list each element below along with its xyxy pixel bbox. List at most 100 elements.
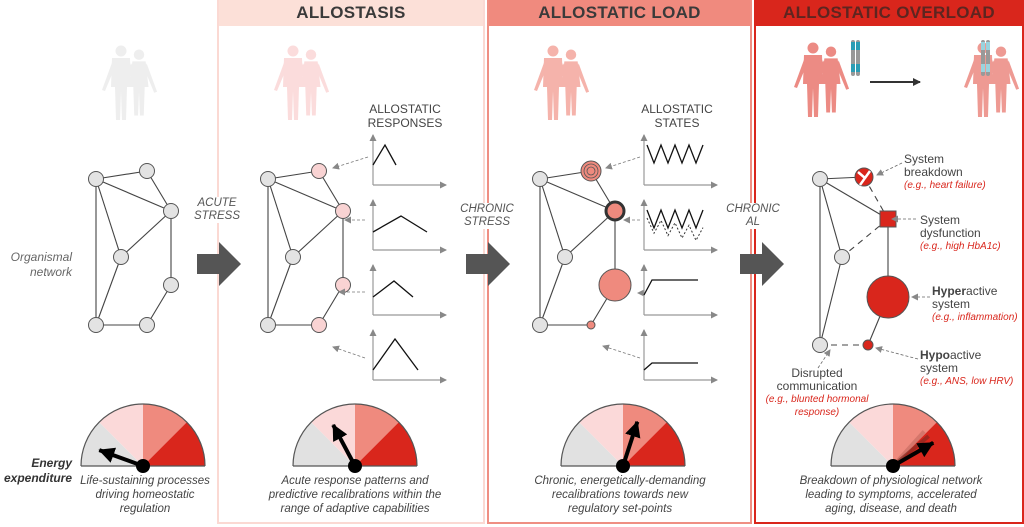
annotation-line: System (904, 152, 945, 166)
energy-gauge-baseline-needle (98, 447, 144, 468)
energy-gauge-allostatic-load-segment (623, 422, 685, 466)
state-chart-2-trace (646, 208, 704, 230)
caption-line: Life-sustaining processes (80, 475, 210, 487)
annotation-example: response) (794, 407, 840, 418)
state-chart-4-trace (643, 362, 698, 371)
energy-gauge-allostasis-needle (331, 424, 357, 467)
arrow-acute-stress (197, 242, 241, 286)
transition-label-chronic-al: CHRONIC AL (724, 203, 782, 229)
humans-overload-after-female (982, 46, 1020, 113)
panel-header-allostatic-overload: ALLOSTATIC OVERLOAD (756, 0, 1022, 26)
body-part (283, 58, 303, 120)
annotation-line: dysfunction (920, 226, 981, 240)
body-part (305, 49, 317, 60)
allostatic-responses-title: ALLOSTATIC RESPONSES (355, 102, 455, 130)
body-part (812, 60, 826, 90)
body-part (807, 42, 819, 54)
network-baseline-node (163, 203, 179, 219)
network-allostasis-node (260, 171, 276, 187)
panel-header-allostatic-load: ALLOSTATIC LOAD (489, 0, 750, 26)
energy-gauge-overload-needle (892, 441, 935, 468)
network-overload-edge (819, 256, 843, 346)
transition-text: CHRONIC (460, 203, 514, 215)
caption-line: Breakdown of physiological network (799, 475, 983, 487)
energy-gauge-allostasis-segment (355, 422, 417, 466)
chromosome-before-band (856, 64, 860, 72)
network-allostatic-load-node-ring (586, 166, 596, 176)
arrow-chronic-al (740, 242, 784, 286)
body-part (1006, 60, 1020, 90)
network-baseline-node (139, 163, 155, 179)
body-part (287, 45, 299, 57)
body-part (543, 58, 563, 120)
label-line: Organismal (10, 250, 72, 264)
body-part (821, 58, 841, 113)
chromosome-before-band (856, 42, 860, 50)
energy-gauge-allostatic-load-outline (560, 403, 686, 467)
network-allostasis-node (311, 163, 327, 179)
network-allostatic-load-node (557, 249, 573, 265)
transition-text: CHRONIC (726, 203, 780, 215)
annotation-arrow (876, 162, 903, 176)
humans-allostasis-female (292, 49, 330, 116)
subtitle-line: ALLOSTATIC (641, 102, 713, 116)
annotation-arrow (875, 346, 919, 360)
body-part (129, 61, 149, 116)
organismal-network-label: Organismal network (0, 250, 72, 280)
energy-expenditure-label: Energy expenditure (0, 456, 72, 486)
network-allostatic-load-node (532, 171, 548, 187)
energy-gauge-allostatic-load-segment (561, 422, 623, 466)
network-baseline-node (88, 317, 104, 333)
energy-gauge-allostatic-load-needle (621, 420, 641, 467)
annotation-example: (e.g., high HbA1c) (920, 241, 1001, 252)
caption-allostatic-overload: Breakdown of physiological network leadi… (776, 474, 1006, 516)
label-line: network (29, 265, 72, 279)
network-baseline-edge (95, 170, 148, 180)
body-part (120, 63, 134, 93)
subtitle-line: STATES (654, 116, 700, 130)
annotation-example: (e.g., inflammation) (932, 312, 1018, 323)
hyperactive-system-node (866, 275, 910, 319)
caption-line: driving homeostatic (95, 489, 195, 501)
body-part (995, 46, 1007, 57)
state-chart-1-trace (646, 143, 704, 165)
network-allostasis-node (311, 317, 327, 333)
network-allostatic-load-node (598, 268, 632, 302)
annotation-line: system (920, 361, 959, 375)
humans-allostatic-load-female (552, 49, 590, 116)
transition-text: STRESS (193, 210, 240, 222)
panel-header-allostasis: ALLOSTASIS (219, 0, 483, 26)
response-chart-3-trace (372, 280, 414, 298)
network-overload-edge-disrupted (841, 218, 889, 258)
caption-line: predictive recalibrations within the (268, 489, 442, 501)
energy-gauge-allostasis-segment (293, 422, 355, 466)
energy-gauge-allostatic-load-pivot (616, 459, 630, 473)
label-line: expenditure (3, 471, 72, 485)
annotation-system-dysfunction: System dysfunction (e.g., high HbA1c) (920, 214, 1001, 253)
network-allostatic-load-edge (539, 178, 616, 212)
humans-overload-before-female (812, 46, 850, 113)
body-part (561, 61, 581, 116)
network-allostatic-load-node-ring (583, 163, 599, 179)
annotation-line: System (920, 213, 961, 227)
body-part (274, 60, 287, 91)
network-baseline-edge (95, 178, 172, 212)
network-allostasis-node (335, 203, 351, 219)
pointer-arrow (602, 344, 641, 359)
annotation-rest: active (966, 284, 998, 298)
body-part (803, 55, 823, 117)
network-baseline-node (88, 171, 104, 187)
body-part (292, 63, 306, 93)
network-allostasis-edge (292, 210, 344, 258)
network-allostatic-load-edge (539, 178, 566, 258)
annotation-line: breakdown (904, 165, 963, 179)
breakdown-crack-icon (857, 170, 872, 186)
energy-gauge-overload-segment (849, 404, 893, 466)
network-allostasis-edge (267, 256, 294, 326)
annotation-bold: Hypo (920, 348, 950, 362)
hypoactive-system-node (862, 339, 874, 351)
annotation-line: communication (776, 379, 858, 393)
network-allostatic-load-node (604, 200, 626, 222)
state-chart-2-trace-dotted (646, 217, 704, 242)
